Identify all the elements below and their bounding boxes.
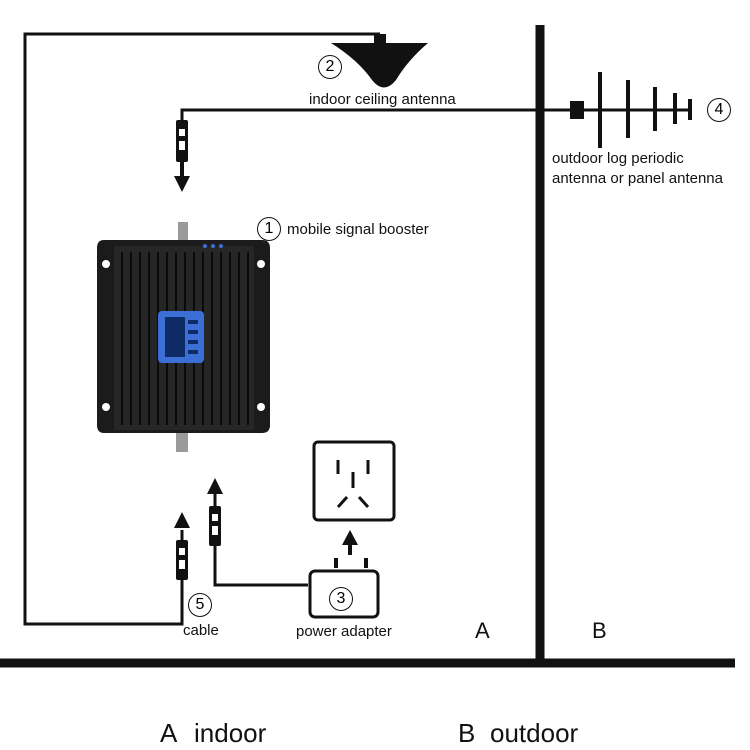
number-3-marker: 3 [329, 587, 353, 611]
signal-booster-icon [97, 222, 270, 452]
legend-outdoor-letter: B [458, 718, 476, 748]
outdoor-antenna-icon [570, 72, 692, 148]
zone-b-letter: B [592, 618, 607, 643]
ceiling-antenna-icon [331, 43, 428, 88]
cable-label: cable [183, 622, 219, 639]
ceiling-antenna-label: indoor ceiling antenna [309, 91, 456, 108]
number-4-marker: 4 [707, 98, 731, 122]
number-2-marker: 2 [318, 55, 342, 79]
power-connector-icon [207, 478, 308, 587]
adapter-arrowhead [342, 530, 358, 545]
outdoor-antenna-label-line1: outdoor log periodic [552, 150, 684, 167]
booster-label: mobile signal booster [287, 221, 429, 238]
cable-loop [23, 32, 380, 626]
power-adapter-label: power adapter [296, 623, 392, 640]
legend-indoor-letter: A [160, 718, 178, 748]
outdoor-antenna-label-line2: antenna or panel antenna [552, 170, 723, 187]
outdoor-cable [180, 108, 690, 120]
legend-indoor-text: indoor [194, 718, 267, 748]
cable-connector-icon [174, 512, 190, 580]
number-1-marker: 1 [257, 217, 281, 241]
ceiling-antenna-mount [374, 34, 386, 44]
upper-connector-icon [174, 120, 190, 192]
legend-outdoor-text: outdoor [490, 718, 579, 748]
zone-a-letter: A [475, 618, 490, 643]
wall-socket-icon [312, 440, 396, 522]
number-5-marker: 5 [188, 593, 212, 617]
